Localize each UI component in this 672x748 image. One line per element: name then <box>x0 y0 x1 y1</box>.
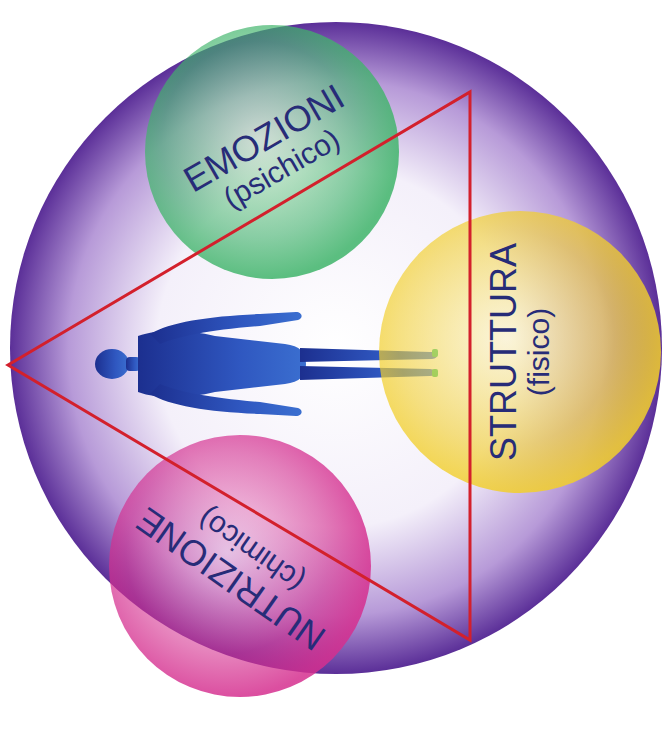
sphere-circle <box>145 25 399 279</box>
sphere-node: NUTRIZIONE(chimico) <box>108 434 372 698</box>
sphere-circle <box>109 435 371 697</box>
sphere-subtitle: (fisico) <box>523 243 555 461</box>
sphere-circle <box>379 211 661 493</box>
sphere-node: EMOZIONI(psichico) <box>144 24 400 280</box>
sphere-title: STRUTTURA <box>485 243 523 461</box>
sphere-node: STRUTTURA(fisico) <box>378 210 662 494</box>
sphere-label: STRUTTURA(fisico) <box>485 243 554 461</box>
